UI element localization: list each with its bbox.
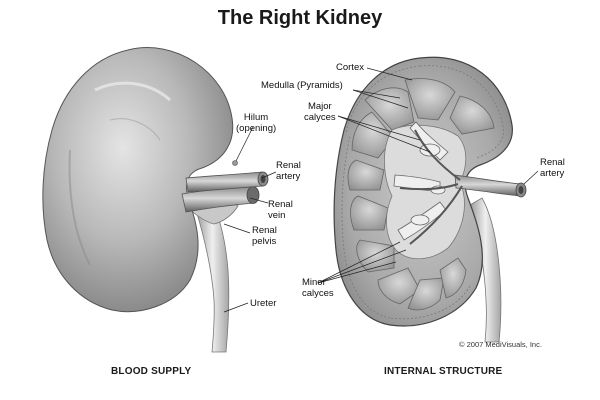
left-kidney-body: [42, 47, 234, 313]
label-renal-vein-line1: Renal: [268, 199, 293, 210]
label-minor-calyces-line1: Minor: [302, 277, 326, 288]
diagram-title: The Right Kidney: [217, 7, 383, 29]
label-major-calyces-line2: calyces: [304, 112, 336, 123]
label-major-calyces-line1: Major: [307, 101, 332, 112]
label-renal-artery-right-line2: artery: [540, 168, 565, 179]
label-minor-calyces-line2: calyces: [302, 288, 334, 299]
calyces: [393, 121, 449, 241]
label-renal-artery-left: Renal artery: [276, 160, 301, 182]
caption-blood-supply: BLOOD SUPPLY: [111, 366, 192, 377]
label-renal-pelvis-line1: Renal: [252, 225, 277, 236]
right-kidney-section: [333, 56, 527, 343]
renal-pyramids: [347, 78, 495, 311]
label-renal-vein: Renal vein: [268, 199, 293, 221]
label-minor-calyces: Minor calyces: [302, 277, 334, 299]
label-renal-pelvis: Renal pelvis: [252, 225, 277, 247]
left-kidney: [42, 47, 269, 353]
left-ureter: [195, 204, 230, 353]
label-major-calyces: Major calyces: [304, 101, 336, 123]
copyright-notice: © 2007 MediVisuals, Inc.: [459, 340, 542, 349]
label-ureter: Ureter: [250, 298, 277, 309]
leader-lines: [223, 67, 539, 313]
caption-internal-structure: INTERNAL STRUCTURE: [384, 366, 503, 377]
label-renal-artery-right: Renal artery: [540, 157, 565, 179]
label-renal-pelvis-line2: pelvis: [252, 236, 277, 247]
label-cortex: Cortex: [336, 62, 364, 73]
label-medulla: Medulla (Pyramids): [261, 80, 343, 91]
renal-sinus: [384, 124, 467, 260]
label-renal-artery-right-line1: Renal: [540, 157, 565, 168]
label-renal-vein-line2: vein: [268, 210, 286, 221]
label-hilum-line2: (opening): [236, 123, 277, 134]
label-renal-artery-left-line2: artery: [276, 171, 301, 182]
label-hilum: Hilum (opening): [236, 112, 276, 134]
label-hilum-line1: Hilum: [243, 112, 269, 123]
label-renal-artery-left-line1: Renal: [276, 160, 301, 171]
